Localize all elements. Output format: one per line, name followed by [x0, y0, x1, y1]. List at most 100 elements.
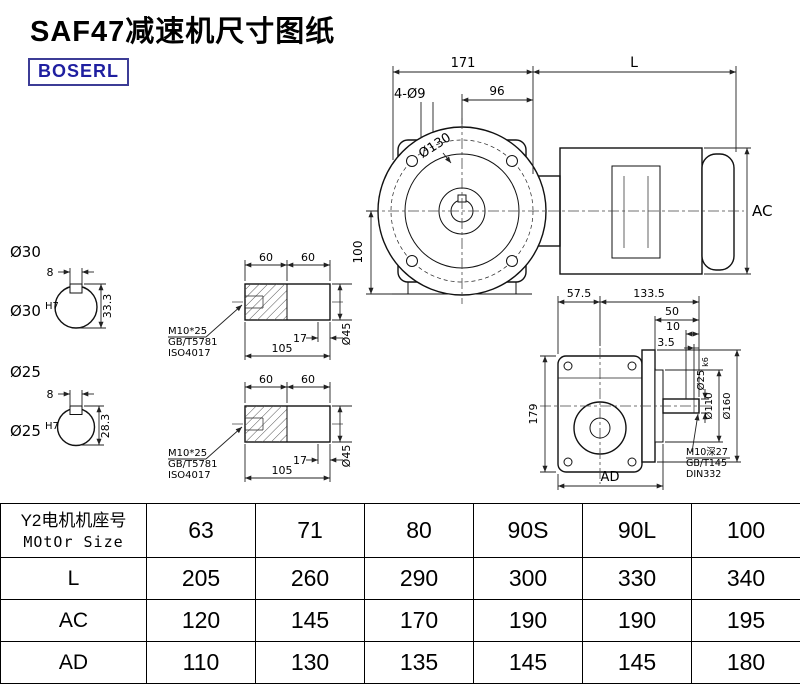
- total-len-label: 105: [272, 342, 293, 355]
- pilot-dia-label: Ø110: [703, 393, 715, 420]
- note-1: M10深27: [686, 447, 728, 458]
- table-row-AD: AD 110 130 135 145 145 180: [0, 641, 800, 684]
- output-shaft-view-1: 60 60 Ø45 17 105 M10*25 GB/T5781 ISO4017: [168, 251, 353, 360]
- cell-value: 290: [364, 557, 474, 600]
- motor-size-value: 90L: [582, 503, 692, 558]
- cell-value: 145: [582, 641, 692, 684]
- note-2: GB/T5781: [168, 459, 218, 470]
- boserl-logo: BOSERL: [28, 58, 130, 86]
- note-3: ISO4017: [168, 470, 211, 481]
- flange-dia-label: Ø160: [721, 393, 733, 420]
- dim-100-label: 100: [351, 241, 365, 264]
- screw-hole: [563, 361, 573, 371]
- section-label: Ø25: [10, 363, 41, 381]
- boserl-logo-text: BOSERL: [38, 61, 120, 81]
- len2-label: 60: [301, 373, 315, 386]
- key-width-label: 8: [47, 388, 54, 401]
- dim-ad-label: AD: [601, 470, 620, 485]
- row-label: AD: [0, 641, 147, 684]
- motor-size-value: 90S: [473, 503, 583, 558]
- bore-fit-sup: H7: [45, 421, 59, 432]
- len1-label: 60: [259, 373, 273, 386]
- screw-hole: [627, 457, 637, 467]
- dim-10-label: 10: [666, 320, 680, 333]
- dim-50-label: 50: [665, 305, 679, 318]
- bolt-hole: [506, 155, 518, 167]
- note-2: GB/T5781: [168, 337, 218, 348]
- motor-size-value: 63: [146, 503, 256, 558]
- table-row-L: L 205 260 290 300 330 340: [0, 557, 800, 600]
- bore-fit-label: Ø30: [10, 302, 41, 320]
- shaft-hatch: [245, 284, 287, 320]
- motor-size-value: 71: [255, 503, 365, 558]
- side-view: 57.5 133.5 50 10 3.5 Ø25 k6 Ø110 Ø160 1: [527, 287, 741, 490]
- cell-value: 135: [364, 641, 474, 684]
- dim-179-label: 179: [527, 404, 540, 425]
- screw-hole: [563, 457, 573, 467]
- key-width-label: 8: [47, 266, 54, 279]
- thread-len-label: 17: [293, 332, 307, 345]
- dim-ac-label: AC: [752, 202, 772, 220]
- dim-L-label: L: [630, 55, 638, 71]
- bore-fit-label: Ø25: [10, 422, 41, 440]
- header-en: MOtOr Size: [23, 532, 124, 551]
- note-2: GB/T145: [686, 458, 727, 469]
- technical-drawing: 171 L 96 4-Ø9 Ø130 100 AC Ø30 8: [10, 55, 772, 490]
- motor-size-value: 80: [364, 503, 474, 558]
- cell-value: 145: [473, 641, 583, 684]
- dia-label: Ø45: [340, 445, 353, 468]
- cell-value: 330: [582, 557, 692, 600]
- dim-3-5-label: 3.5: [657, 336, 675, 349]
- note-1: M10*25: [168, 448, 207, 459]
- bore-fit-sup: H7: [45, 301, 59, 312]
- shaft-section-25: Ø25 8 28.3 Ø25 H7: [10, 363, 112, 447]
- motor-size-value: 100: [691, 503, 800, 558]
- cell-value: 110: [146, 641, 256, 684]
- cell-value: 340: [691, 557, 800, 600]
- bolt-hole: [406, 155, 418, 167]
- shaft-fit-label: k6: [701, 357, 710, 367]
- dim-57-5-label: 57.5: [567, 287, 592, 300]
- table-row-AC: AC 120 145 170 190 190 195: [0, 599, 800, 642]
- keyway: [69, 405, 83, 415]
- dim-holes-label: 4-Ø9: [394, 87, 425, 102]
- cell-value: 190: [582, 599, 692, 642]
- front-view: 171 L 96 4-Ø9 Ø130 100 AC: [351, 55, 772, 304]
- shaft-hatch: [245, 406, 287, 442]
- motor-frame-plate: [611, 165, 661, 259]
- output-shaft-view-2: 60 60 Ø45 17 105 M10*25 GB/T5781 ISO4017: [168, 373, 353, 482]
- table-header-row: Y2电机机座号 MOtOr Size 63 71 80 90S 90L 100: [0, 503, 800, 558]
- cell-value: 190: [473, 599, 583, 642]
- key-depth-label: 33.3: [101, 294, 114, 319]
- cell-value: 260: [255, 557, 365, 600]
- bolt-hole: [406, 255, 418, 267]
- dia-label: Ø45: [340, 323, 353, 346]
- len1-label: 60: [259, 251, 273, 264]
- cell-value: 145: [255, 599, 365, 642]
- bolt-hole: [506, 255, 518, 267]
- cell-value: 300: [473, 557, 583, 600]
- note-3: DIN332: [686, 469, 721, 480]
- note-1: M10*25: [168, 326, 207, 337]
- dimension-table: Y2电机机座号 MOtOr Size 63 71 80 90S 90L 100 …: [0, 503, 800, 684]
- dim-96-label: 96: [489, 84, 504, 98]
- cell-value: 120: [146, 599, 256, 642]
- shaft-dia-label: Ø25: [695, 370, 707, 391]
- thread-len-label: 17: [293, 454, 307, 467]
- drawing-title: SAF47减速机尺寸图纸: [30, 16, 336, 48]
- motor-size-header-cell: Y2电机机座号 MOtOr Size: [0, 503, 147, 558]
- section-label: Ø30: [10, 243, 41, 261]
- dim-171-label: 171: [451, 56, 476, 71]
- header-cn: Y2电机机座号: [20, 511, 127, 531]
- cell-value: 130: [255, 641, 365, 684]
- dim-133-5-label: 133.5: [633, 287, 665, 300]
- shaft-section-30: Ø30 8 33.3 Ø30 H7: [10, 243, 114, 329]
- cell-value: 170: [364, 599, 474, 642]
- len2-label: 60: [301, 251, 315, 264]
- cell-value: 195: [691, 599, 800, 642]
- cell-value: 180: [691, 641, 800, 684]
- total-len-label: 105: [272, 464, 293, 477]
- cell-value: 205: [146, 557, 256, 600]
- motor-end-cap: [701, 153, 735, 271]
